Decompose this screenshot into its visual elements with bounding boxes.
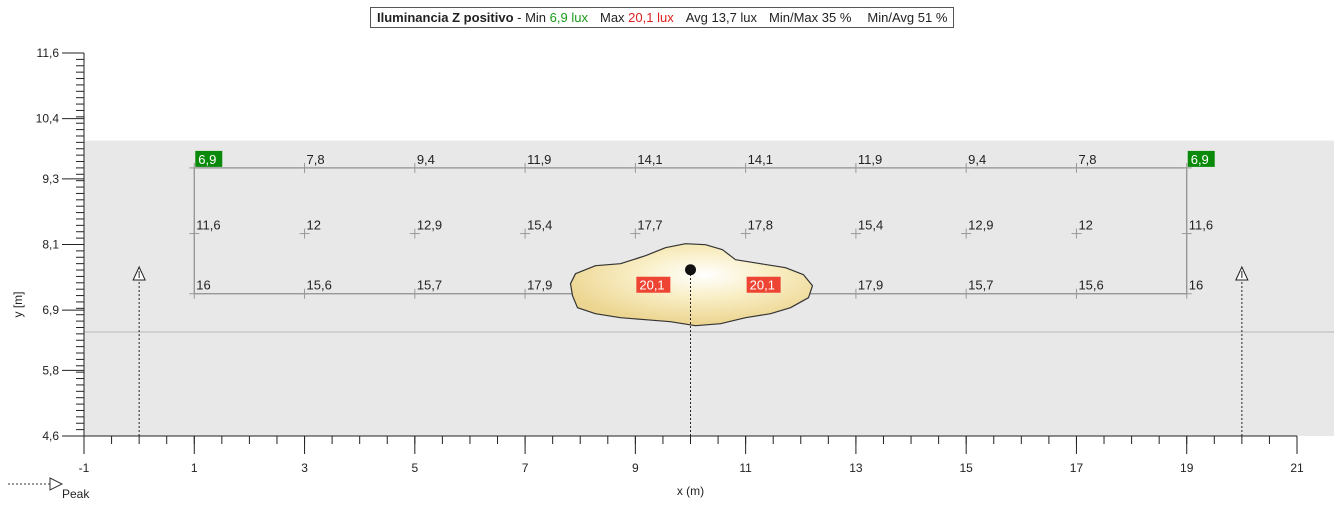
x-tick-label: 3 [301,461,308,475]
x-tick-label: 19 [1180,461,1194,475]
peak-legend-label: Peak [62,487,90,501]
legend-max-label: Max [599,10,625,25]
legend-avg: Avg 13,7 lux [685,10,758,25]
min-value-badge [1187,150,1215,167]
y-tick-label: 11,6 [37,46,60,60]
legend-max-value: 20,1 lux [628,10,674,25]
x-tick-label: 7 [522,461,529,475]
grid-value-label: 17,8 [748,218,773,233]
y-tick-label: 8,1 [42,238,59,252]
min-value-label: 6,9 [1191,152,1209,167]
legend-min-avg: Min/Avg 51 % [867,10,948,25]
grid-value-label: 11,6 [1189,218,1213,233]
x-axis-title: x (m) [677,484,704,498]
x-tick-label: 13 [849,461,863,475]
grid-value-label: 17,9 [858,278,883,293]
y-tick-label: 6,9 [42,303,59,317]
isoline-peak [569,243,814,327]
x-tick-label: 1 [191,461,198,475]
grid-value-label: 15,7 [968,278,993,293]
min-value-label: 6,9 [198,152,216,167]
x-tick-label: 21 [1290,461,1304,475]
legend-separator: - [513,10,526,25]
legend-min-value: 6,9 lux [549,10,588,25]
grid-value-label: 15,7 [417,278,442,293]
peak-legend-arrow-icon [49,477,64,491]
peak-marker [685,264,696,276]
grid-value-label: 17,7 [637,218,662,233]
grid-value-label: 11,9 [527,152,551,167]
legend-title: Iluminancia Z positivo [377,10,514,25]
y-tick-label: 4,6 [42,429,59,443]
grid-value-label: 11,6 [196,218,220,233]
max-value-label: 20,1 [750,278,775,293]
x-tick-label: 5 [411,461,418,475]
x-tick-label: 9 [632,461,639,475]
y-axis-title: y [m] [11,292,25,318]
grid-value-label: 16 [196,278,210,293]
x-tick-label: 11 [739,461,752,475]
grid-value-label: 16 [1189,278,1203,293]
grid-value-label: 14,1 [748,152,773,167]
grid-value-label: 15,4 [858,218,883,233]
grid-value-label: 15,4 [527,218,552,233]
grid-value-label: 12,9 [968,218,993,233]
grid-value-label: 7,8 [1078,152,1096,167]
legend-min-label: Min [525,10,547,25]
grid-value-label: 15,6 [1078,278,1103,293]
legend-min-max: Min/Max 35 % [769,10,852,25]
grid-value-label: 15,6 [307,278,332,293]
grid-value-label: 12,9 [417,218,442,233]
grid-value-label: 17,9 [527,278,552,293]
max-value-label: 20,1 [639,278,664,293]
grid-value-label: 14,1 [637,152,662,167]
y-tick-label: 5,8 [42,363,59,377]
grid-value-label: 7,8 [307,152,325,167]
grid-value-label: 11,9 [858,152,882,167]
max-value-badge [636,276,671,293]
x-tick-label: 17 [1070,461,1084,475]
y-tick-label: 9,3 [42,172,59,186]
grid-value-label: 9,4 [417,152,435,167]
grid-value-label: 12 [1078,218,1092,233]
grid-value-label: 9,4 [968,152,986,167]
y-tick-label: 10,4 [36,112,60,126]
x-tick-label: 15 [960,461,974,475]
x-tick-label: -1 [79,461,90,475]
grid-value-label: 12 [307,218,321,233]
min-value-badge [195,150,223,167]
max-value-badge [746,276,781,293]
